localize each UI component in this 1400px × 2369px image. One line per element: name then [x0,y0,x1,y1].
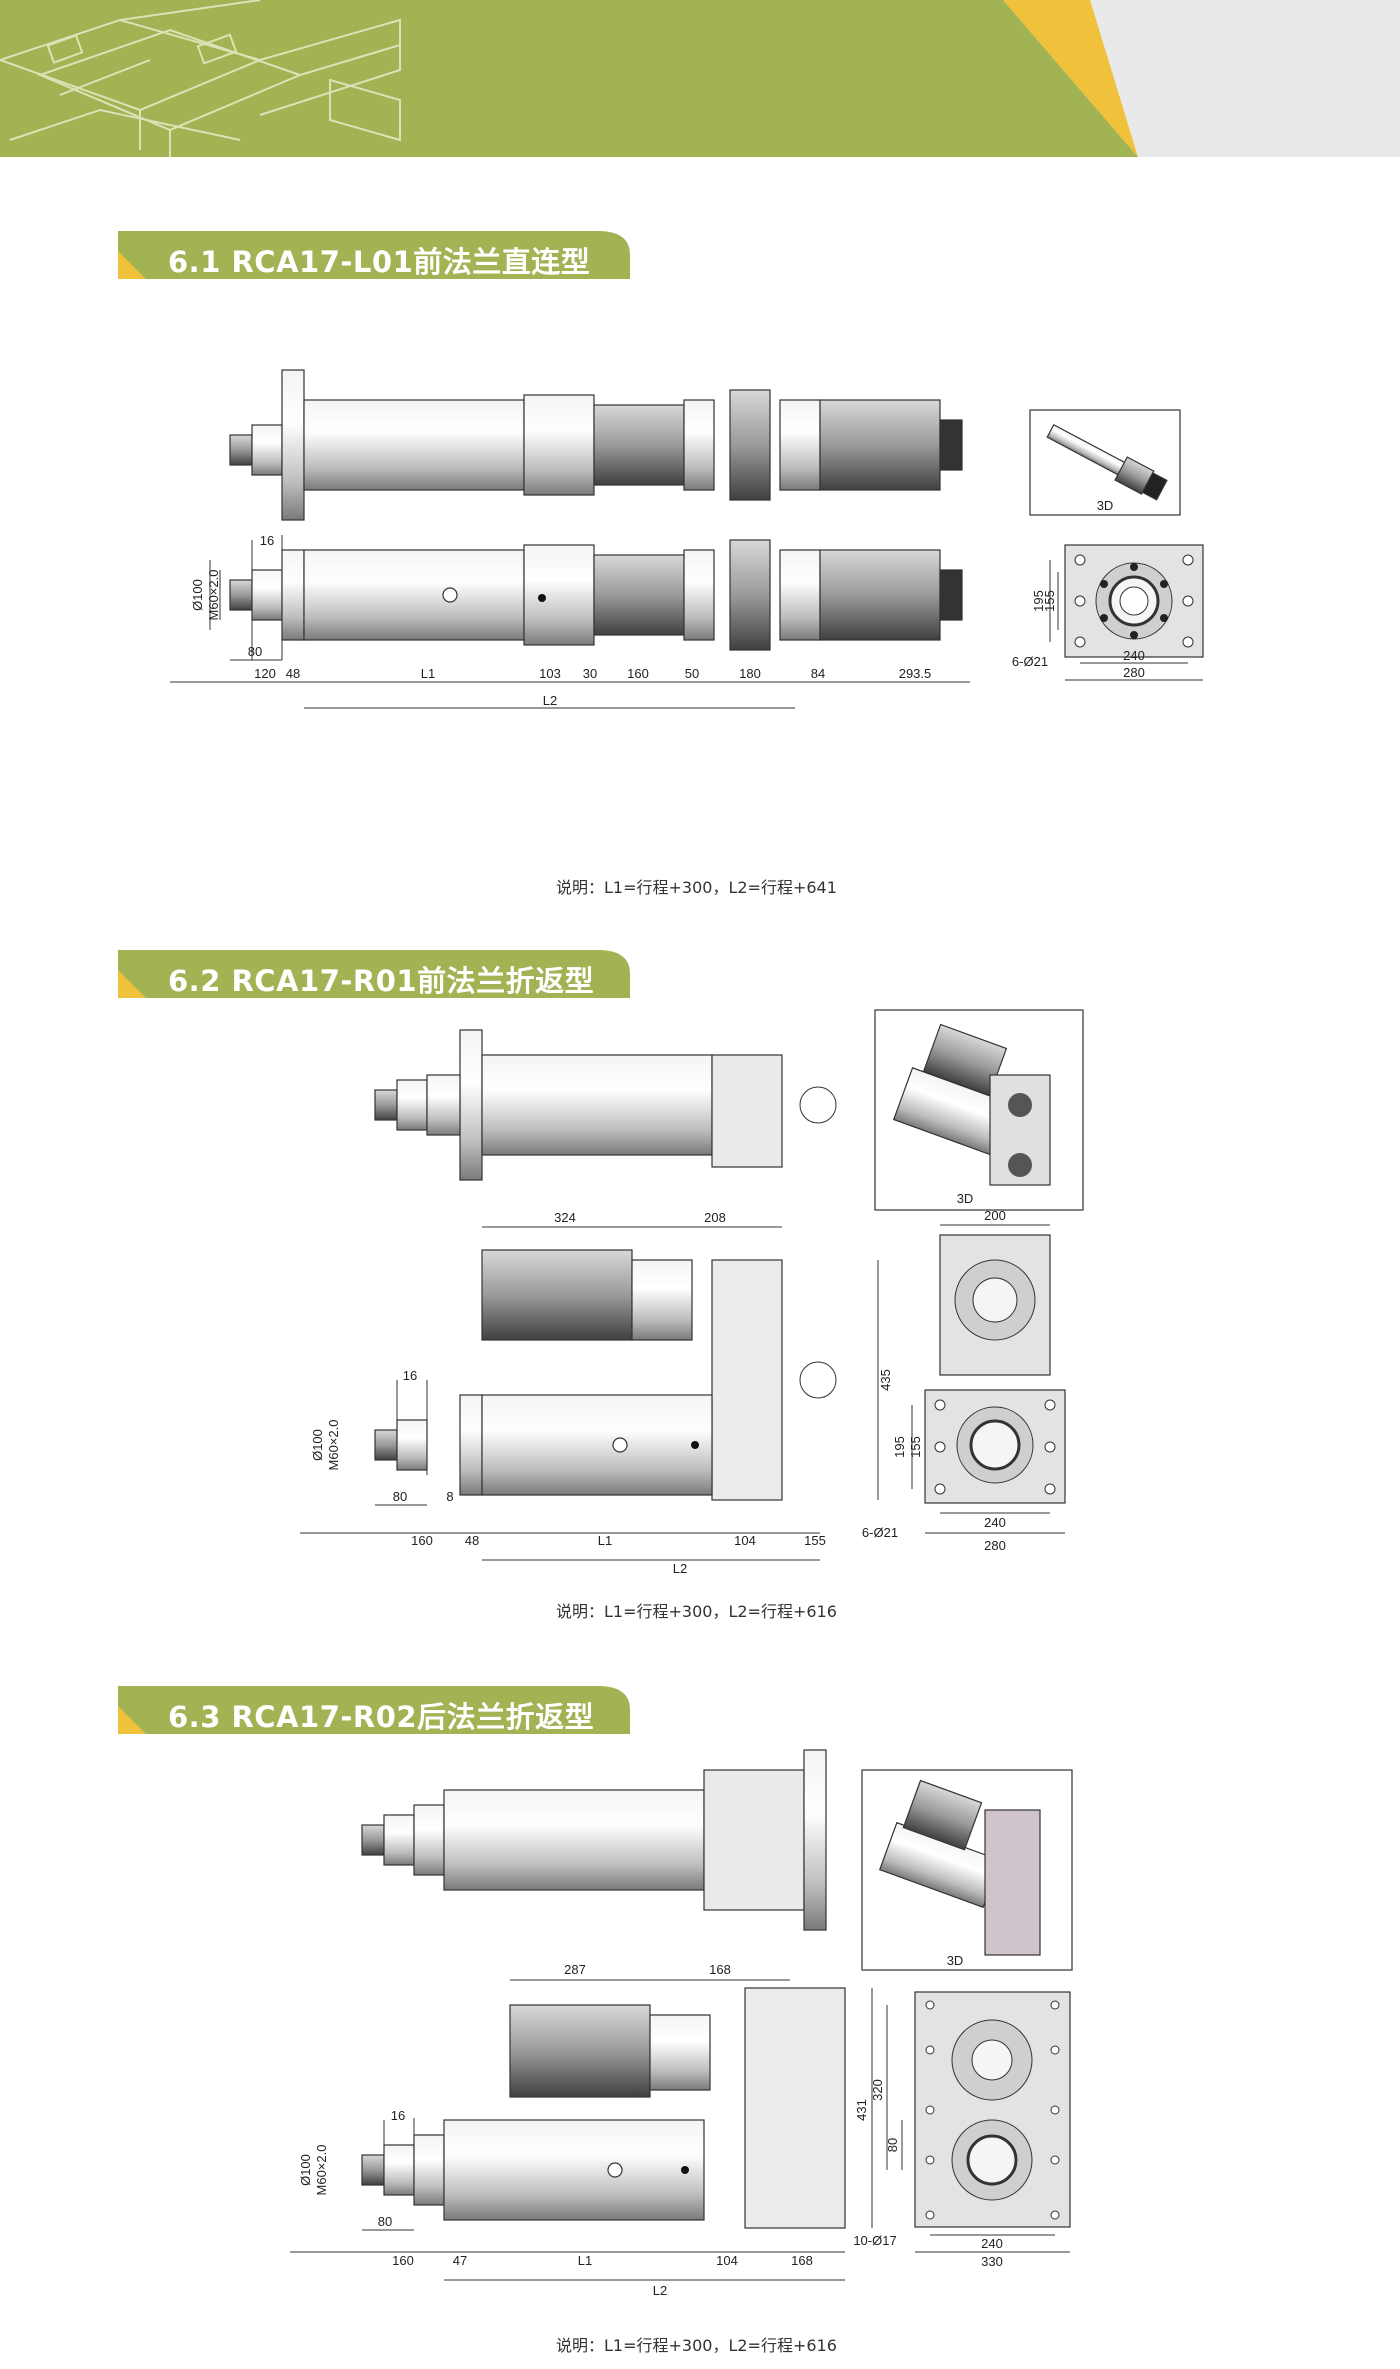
dim-435: 435 [878,1369,893,1391]
dim-208: 208 [704,1210,726,1225]
dim-diameter-100: Ø100 [190,579,205,611]
dim-l2: L2 [653,2283,667,2298]
side-view [361,1987,846,2229]
label-3d: 3D [1097,498,1114,513]
dim-240: 240 [984,1515,1006,1530]
machine-sketch-icon [0,0,401,157]
dim-l2: L2 [543,693,557,708]
section-title-6-3: 6.3 RCA17-R02后法兰折返型 [118,1686,630,1734]
drawing-rca17-r01: 3D 324 [300,1009,1084,1576]
dim-280: 280 [1123,665,1145,680]
section-note-6-3: 说明：L1=行程+300，L2=行程+616 [556,2336,837,2355]
dim-195: 195 [892,1436,907,1458]
dimension-lines [290,1979,1070,2281]
dim-195: 195 [1031,590,1046,612]
dim-row-2: L1 [598,1533,612,1548]
dim-240: 240 [981,2236,1003,2251]
end-view [1049,544,1204,681]
dim-row-4: 168 [791,2253,813,2268]
view-3d: 3D [1029,409,1181,516]
dim-16: 16 [403,1368,417,1383]
dim-holes: 10-Ø17 [853,2233,896,2248]
dim-row-4: 30 [583,666,597,681]
label-3d: 3D [957,1191,974,1206]
header-banner [0,0,1400,157]
section-title-6-2: 6.2 RCA17-R01前法兰折返型 [118,950,630,998]
dim-80: 80 [378,2214,392,2229]
dim-row-2: L1 [421,666,435,681]
top-view [361,1749,827,1931]
dim-16: 16 [260,533,274,548]
dim-l2: L2 [673,1561,687,1576]
dim-80-vert: 80 [885,2138,900,2152]
dim-240: 240 [1123,648,1145,663]
dim-8: 8 [446,1489,453,1504]
section-note-6-1: 说明：L1=行程+300，L2=行程+641 [556,878,837,897]
dimension-lines [170,535,970,709]
section-title-text: 6.3 RCA17-R02后法兰折返型 [168,1700,595,1734]
side-view [374,1249,837,1501]
dim-16: 16 [391,2108,405,2123]
drawing-rca17-l01: 16 Ø100 M60×2.0 80 120 48 L1 103 30 160 … [170,369,1204,709]
dim-row-3: 103 [539,666,561,681]
dim-row-5: 160 [627,666,649,681]
section-note-6-2: 说明：L1=行程+300，L2=行程+616 [556,1602,837,1621]
dim-row-1: 47 [453,2253,467,2268]
view-3d: 3D [861,1769,1073,1971]
dim-row-6: 50 [685,666,699,681]
dim-80: 80 [248,644,262,659]
dimension-lines [300,1224,1065,1561]
dim-155: 155 [1042,590,1057,612]
dim-324: 324 [554,1210,576,1225]
section-title-6-1: 6.1 RCA17-L01前法兰直连型 [118,231,630,279]
dim-holes: 6-Ø21 [862,1525,898,1540]
title-tab-shape [118,231,630,279]
label-3d: 3D [947,1953,964,1968]
end-view [924,1234,1066,1504]
dim-200: 200 [984,1208,1006,1223]
dim-row-3: 104 [716,2253,738,2268]
dim-155: 155 [908,1436,923,1458]
dim-row-0: 120 [254,666,276,681]
dim-330: 330 [981,2254,1003,2269]
top-view [374,1029,837,1181]
banner-graphic [0,0,1138,157]
drawing-rca17-r02: 3D [290,1749,1073,2298]
dim-280: 280 [984,1538,1006,1553]
dim-row-2: L1 [578,2253,592,2268]
dim-thread: M60×2.0 [326,1420,341,1471]
top-view [229,369,963,521]
dim-diameter-100: Ø100 [310,1429,325,1461]
section-title-text: 6.1 RCA17-L01前法兰直连型 [168,245,591,279]
dim-diameter-100: Ø100 [298,2154,313,2186]
dim-row-4: 155 [804,1533,826,1548]
dim-row-3: 104 [734,1533,756,1548]
dim-row-0: 160 [392,2253,414,2268]
end-view [914,1991,1071,2228]
dim-row-1: 48 [465,1533,479,1548]
dim-431: 431 [854,2099,869,2121]
view-3d: 3D [874,1009,1084,1211]
front-view [229,539,963,651]
section-title-text: 6.2 RCA17-R01前法兰折返型 [168,964,595,998]
dim-row-9: 293.5 [899,666,932,681]
dim-row-8: 84 [811,666,825,681]
title-tab-shape [118,1686,630,1734]
dim-287: 287 [564,1962,586,1977]
dim-holes: 6-Ø21 [1012,654,1048,669]
title-tab-shape [118,950,630,998]
dim-168-top: 168 [709,1962,731,1977]
dim-80: 80 [393,1489,407,1504]
dim-320: 320 [870,2079,885,2101]
dim-row-1: 48 [286,666,300,681]
dim-row-0: 160 [411,1533,433,1548]
dim-row-7: 180 [739,666,761,681]
dim-thread: M60×2.0 [314,2145,329,2196]
dim-thread: M60×2.0 [206,570,221,621]
